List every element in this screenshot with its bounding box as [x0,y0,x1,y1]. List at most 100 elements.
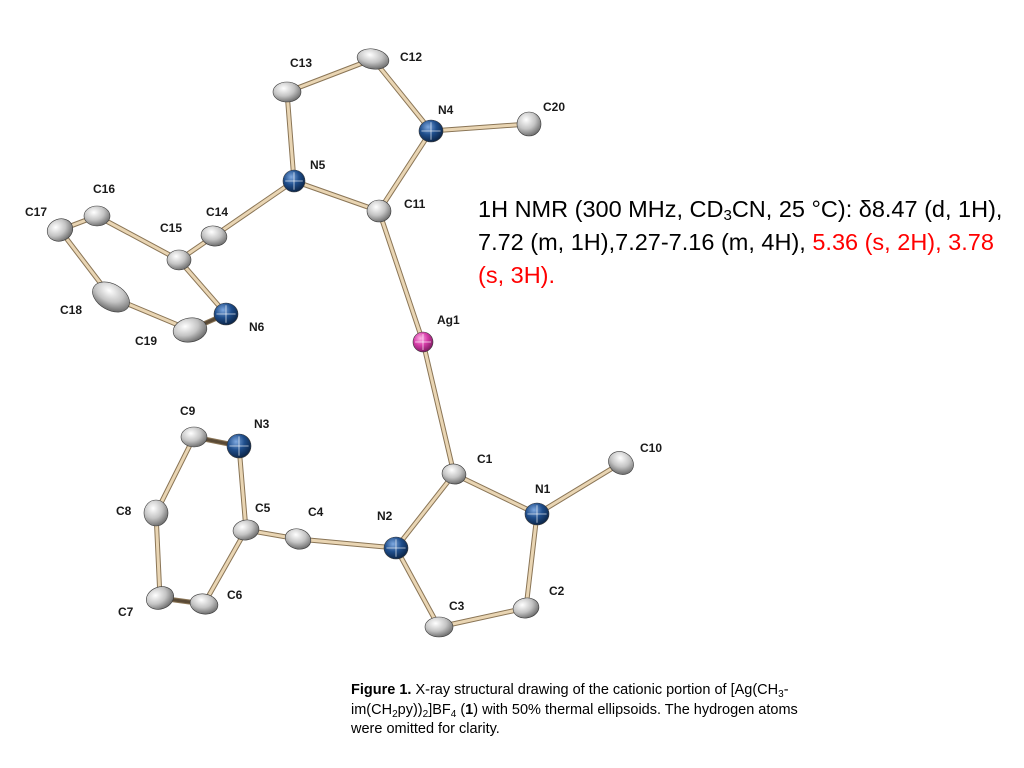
caption-sub-1: 3 [778,689,784,700]
bond-N5-C14 [212,179,296,238]
atom-C1 [441,463,467,485]
atom-label-C6: C6 [227,588,243,602]
atom-label-C2: C2 [549,584,565,598]
bond-N4-C12 [371,57,433,133]
bond-C11-N5 [292,179,381,213]
atom-label-C5: C5 [255,501,271,515]
bond-C2-C3 [437,606,528,629]
nmr-highlight: 5.36 (s, 2H), 3.78 (s, 3H). [478,229,994,288]
bond-C1-N1 [452,472,539,516]
bond-N1-C2 [524,512,539,610]
atom-C15 [166,249,192,271]
caption-sub-2: 2 [392,708,398,720]
atom-C14 [200,225,228,247]
atom-label-C9: C9 [180,404,196,418]
atom-ellipsoid-C14 [200,225,228,247]
atom-label-C11: C11 [404,197,426,211]
atom-label-Ag1: Ag1 [437,313,460,327]
caption-text-5: ( [456,701,466,718]
atom-N2 [383,536,409,560]
atom-label-N6: N6 [249,320,265,334]
caption-text-6: ) with 50% thermal ellipsoids. The hydro… [351,701,798,738]
caption-sub-4: 4 [450,708,457,720]
nmr-subscript-3: 3 [723,207,732,224]
bond-N2-C4 [296,537,398,550]
atom-label-N1: N1 [535,482,551,496]
atom-C11 [366,199,392,223]
atom-ellipsoid-C16 [83,205,111,227]
atom-ellipsoid-C6 [189,593,219,615]
atom-ellipsoid-C4 [284,528,312,550]
atom-N4 [418,119,444,143]
atom-ellipsoid-C7 [146,586,174,610]
bond-C1-N2 [394,472,456,550]
atom-C19 [172,317,208,343]
atom-N1 [524,502,550,526]
atom-C6 [189,593,219,615]
atom-label-C19: C19 [135,334,157,348]
atom-ellipsoid-C15 [166,249,192,271]
atom-C16 [83,205,111,227]
atom-ellipsoid-C20 [516,111,542,137]
atom-C20 [516,111,542,137]
atom-C7 [146,586,174,610]
figure-caption: Figure 1. X-ray structural drawing of th… [351,681,821,740]
bond-N3-C5 [237,444,248,532]
atom-label-C17: C17 [25,205,47,219]
bond-C15-C16 [95,214,181,262]
bond-C3-N2 [394,546,441,629]
atom-label-C16: C16 [93,182,115,196]
caption-label: Figure 1. [351,682,412,698]
atom-C5 [232,519,260,541]
caption-text-1: X-ray structural drawing of the cationic… [411,682,779,698]
atom-label-C13: C13 [290,56,312,70]
atom-C18 [92,281,130,313]
caption-sub-3: 2 [422,708,429,720]
atom-label-N5: N5 [310,158,326,172]
atom-label-N2: N2 [377,509,393,523]
caption-text-3: py)) [397,701,423,718]
bond-C8-C9 [154,435,196,515]
atom-label-C4: C4 [308,505,324,519]
atom-N6 [213,302,239,326]
bond-N6-C15 [177,258,228,316]
atom-C9 [180,426,208,448]
caption-compound-number: 1 [465,701,474,718]
atom-ellipsoid-C2 [512,597,540,619]
atom-C4 [284,528,312,550]
nmr-middle: CN, 25 °C): δ8.47 (d, 1H), 7.72 (m, 1H),… [478,196,1003,255]
atom-label-C7: C7 [118,605,134,619]
atom-ellipsoid-C9 [180,426,208,448]
atom-ellipsoid-C13 [272,81,302,103]
bond-C7-C8 [154,511,162,600]
bond-C13-N5 [285,90,296,183]
atom-C17 [46,218,74,242]
atom-ellipsoid-C19 [172,317,208,343]
atom-label-C14: C14 [206,205,228,219]
atom-ellipsoid-C8 [143,499,169,527]
atom-ellipsoid-C1 [441,463,467,485]
bond-Ag1-C1 [421,340,456,476]
atom-label-C20: C20 [543,100,565,114]
atom-ellipsoid-C18 [92,281,130,313]
atom-label-C1: C1 [477,452,493,466]
bond-Ag1-C11 [377,209,425,344]
atom-ellipsoid-C10 [608,451,634,475]
atom-label-C18: C18 [60,303,82,317]
bond-N4-C20 [429,122,531,133]
atom-C8 [143,499,169,527]
caption-text-4: ]BF [428,701,451,718]
atom-C2 [512,597,540,619]
atom-label-C3: C3 [449,599,465,613]
atom-ellipsoid-C3 [424,616,454,638]
nmr-prefix: 1H NMR (300 MHz, CD [478,196,724,222]
atom-ellipsoid-C11 [366,199,392,223]
bond-N1-C10 [535,461,623,516]
bond-C12-C13 [285,57,375,94]
atom-label-N4: N4 [438,103,454,117]
atom-C13 [272,81,302,103]
caption-text-2: -im(CH [351,682,789,718]
atom-label-C15: C15 [160,221,182,235]
atom-Ag1 [412,331,434,353]
